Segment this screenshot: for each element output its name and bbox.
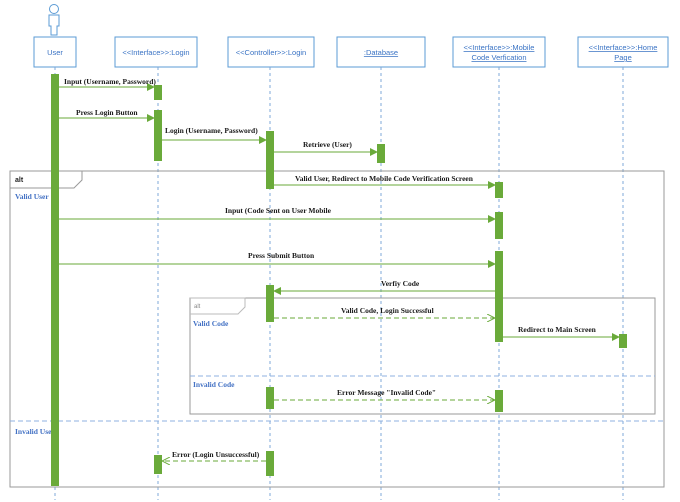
- lifeline-home-page[interactable]: <<Interface>>:Home Page: [577, 36, 669, 68]
- activation-bar: [266, 451, 274, 476]
- message-valid-user-redirect[interactable]: Valid User, Redirect to Mobile Code Veri…: [274, 174, 496, 189]
- guard-valid-user: Valid User: [15, 192, 49, 201]
- lifeline-headers: User <<Interface>>:Login <<Controller>>:…: [33, 36, 669, 68]
- activation-bar: [51, 74, 59, 486]
- activation-bar: [154, 110, 162, 161]
- lifeline-label-line1: <<Interface>>:Home: [589, 43, 658, 52]
- message-label: Press Login Button: [76, 108, 138, 117]
- activation-bar: [266, 285, 274, 322]
- message-retrieve-user[interactable]: Retrieve (User): [274, 140, 378, 156]
- lifeline-label-line2: Code Verfication: [471, 53, 526, 62]
- lifeline-mobile-code-verification[interactable]: <<Interface>>:Mobile Code Verfication: [452, 36, 546, 68]
- lifeline-label: <<Controller>>:Login: [236, 48, 306, 57]
- lifeline-database[interactable]: :Database: [336, 36, 426, 68]
- activation-bar: [266, 387, 274, 409]
- message-label: Login (Username, Password): [165, 126, 258, 135]
- activation-bar: [495, 182, 503, 198]
- activations: [51, 74, 627, 486]
- lifeline-label: <<Interface>>:Login: [122, 48, 189, 57]
- activation-bar: [266, 131, 274, 189]
- message-input-credentials[interactable]: Input (Username, Password): [59, 77, 156, 91]
- activation-bar: [154, 455, 162, 474]
- message-label: Valid User, Redirect to Mobile Code Veri…: [295, 174, 474, 183]
- activation-bar: [495, 212, 503, 239]
- activation-bar: [154, 85, 162, 100]
- message-label: Verfiy Code: [381, 279, 420, 288]
- guard-invalid-code: Invalid Code: [193, 380, 235, 389]
- alt-frame-inner: alt Valid Code Invalid Code: [189, 297, 656, 415]
- message-label: Press Submit Button: [248, 251, 315, 260]
- message-label: Valid Code, Login Successful: [341, 306, 434, 315]
- lifeline-user[interactable]: User: [33, 36, 77, 68]
- lifeline-label-line2: Page: [614, 53, 632, 62]
- message-error-invalid-code[interactable]: Error Message "Invalid Code": [274, 388, 495, 400]
- alt-tag: alt: [194, 304, 201, 310]
- person-icon: [48, 4, 60, 36]
- activation-bar: [495, 251, 503, 342]
- message-error-login-unsuccessful[interactable]: Error (Login Unsuccessful): [162, 450, 266, 461]
- message-label: Error Message "Invalid Code": [337, 388, 436, 397]
- message-label: Input (Code Sent on User Mobile: [225, 206, 332, 215]
- message-press-submit[interactable]: Press Submit Button: [59, 251, 496, 268]
- message-press-login[interactable]: Press Login Button: [59, 108, 155, 122]
- guard-valid-code: Valid Code: [193, 319, 229, 328]
- alt-tag: alt: [15, 177, 24, 184]
- lifeline-dashes: [54, 67, 624, 500]
- message-label: Redirect to Main Screen: [518, 325, 597, 334]
- lifeline-label: User: [47, 48, 63, 57]
- activation-bar: [377, 144, 385, 163]
- lifeline-login-interface[interactable]: <<Interface>>:Login: [114, 36, 198, 68]
- activation-bar: [495, 390, 503, 412]
- messages: Input (Username, Password) Press Login B…: [59, 77, 620, 461]
- message-valid-code-success[interactable]: Valid Code, Login Successful: [274, 306, 495, 318]
- message-redirect-main[interactable]: Redirect to Main Screen: [503, 325, 620, 341]
- message-login[interactable]: Login (Username, Password): [162, 126, 267, 144]
- activation-bar: [619, 334, 627, 348]
- lifeline-label: :Database: [364, 48, 398, 57]
- message-input-code[interactable]: Input (Code Sent on User Mobile: [59, 206, 496, 223]
- guard-invalid-user: Invalid User: [15, 427, 55, 436]
- message-label: Retrieve (User): [303, 140, 352, 149]
- message-label: Error (Login Unsuccessful): [172, 450, 260, 459]
- message-verify-code[interactable]: Verfiy Code: [273, 279, 495, 295]
- lifeline-label-line1: <<Interface>>:Mobile: [464, 43, 535, 52]
- lifeline-login-controller[interactable]: <<Controller>>:Login: [227, 36, 315, 68]
- message-label: Input (Username, Password): [64, 77, 156, 86]
